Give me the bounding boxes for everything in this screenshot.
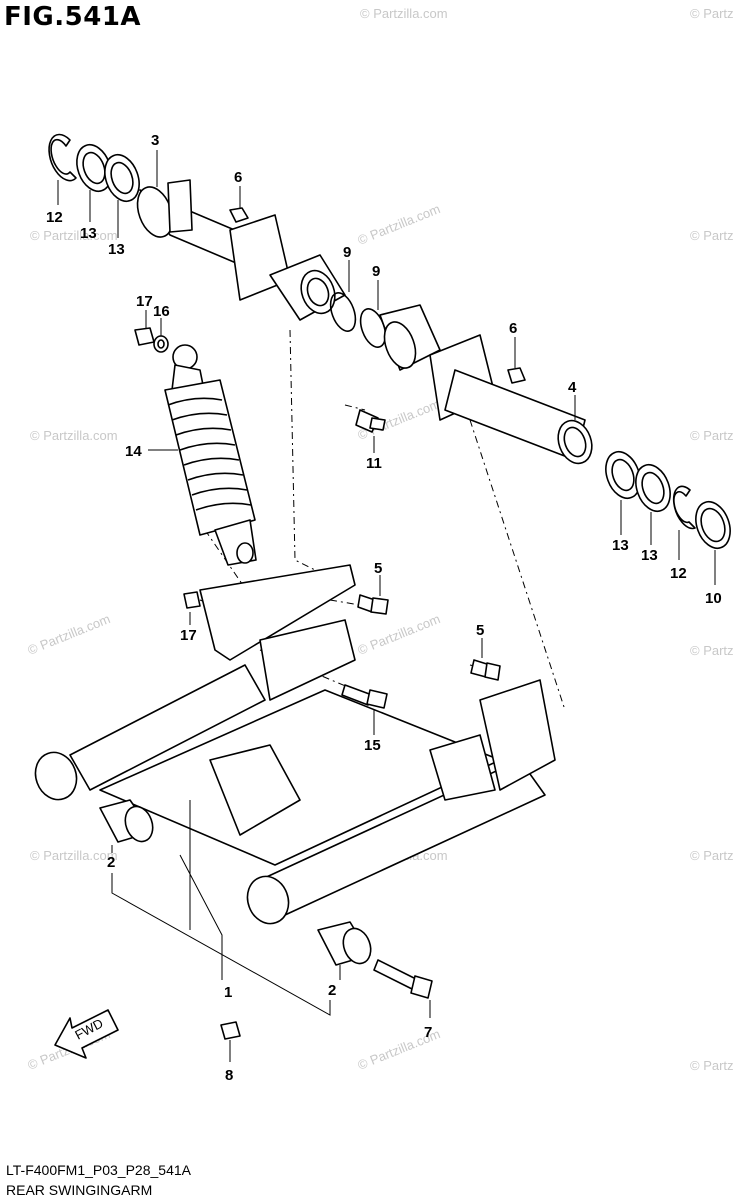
watermark: © Partzilla.com <box>26 611 113 658</box>
callout-6-upper: 6 <box>234 169 242 186</box>
callout-5-lower: 5 <box>476 622 484 639</box>
callout-6-lower: 6 <box>509 320 517 337</box>
nut-upper-right <box>507 367 526 384</box>
watermark: © Partzilla.com <box>30 428 118 443</box>
bearing-lower-right-1 <box>605 450 641 500</box>
watermark: © Partzilla.com <box>690 6 733 21</box>
callout-17-lower: 17 <box>180 627 197 644</box>
o-ring-left <box>329 292 357 332</box>
watermark: © Partzilla.com <box>690 228 733 243</box>
seal-part-10 <box>695 500 731 550</box>
circlip-right <box>672 485 696 530</box>
watermark: © Partzilla.com <box>356 201 443 248</box>
callout-13-d: 13 <box>641 547 658 564</box>
diagram-code: LT-F400FM1_P03_P28_541A <box>6 1162 191 1178</box>
callout-9-right: 9 <box>372 263 380 280</box>
callout-2-right: 2 <box>328 982 336 999</box>
bolt-part-11 <box>355 409 386 433</box>
bushing-right <box>317 921 372 966</box>
callout-13-a: 13 <box>80 225 97 242</box>
swingarm <box>34 564 556 925</box>
figure-title: FIG.541A <box>4 2 142 32</box>
callout-8: 8 <box>225 1067 233 1084</box>
callout-16: 16 <box>153 303 170 320</box>
callout-15: 15 <box>364 737 381 754</box>
callout-labels: 1 2 2 3 4 5 5 6 6 7 8 9 9 10 11 12 12 13… <box>46 132 722 1084</box>
callout-5-upper: 5 <box>374 560 382 577</box>
callout-12-right: 12 <box>670 565 687 582</box>
bushing-left <box>99 799 154 843</box>
washer-part-16 <box>153 335 169 353</box>
callout-7: 7 <box>424 1024 432 1041</box>
callout-13-c: 13 <box>612 537 629 554</box>
watermark: © Partzilla.com <box>690 428 733 443</box>
callout-11: 11 <box>366 455 382 472</box>
callout-1: 1 <box>224 984 232 1001</box>
watermark: © Partzilla.com <box>690 643 733 658</box>
rear-shock-absorber <box>164 344 257 566</box>
nut-upper-left <box>229 207 249 223</box>
bearing-lower-right-2 <box>635 463 671 513</box>
watermark: © Partzilla.com <box>360 6 448 21</box>
callout-10: 10 <box>705 590 722 607</box>
callout-14: 14 <box>125 443 142 460</box>
callout-3: 3 <box>151 132 159 149</box>
nut-part-17-lower <box>183 591 201 609</box>
diagram-caption: REAR SWINGINGARM <box>6 1182 153 1198</box>
pivot-shaft-left <box>136 179 346 321</box>
leader-lines <box>57 150 716 1062</box>
callout-17-upper: 17 <box>136 293 153 310</box>
nut-part-17-upper <box>134 327 155 346</box>
callout-13-b: 13 <box>108 241 125 258</box>
bolt-part-5-upper <box>357 594 389 615</box>
watermark: © Partzilla.com <box>356 611 443 658</box>
nut-part-8 <box>220 1021 241 1040</box>
pivot-shaft-right <box>379 304 593 465</box>
watermark: © Partzilla.com <box>690 1058 733 1073</box>
watermark: © Partzilla.com <box>690 848 733 863</box>
watermark: © Partzilla.com <box>30 848 118 863</box>
bolt-part-5-lower <box>470 659 501 681</box>
callout-12-left: 12 <box>46 209 63 226</box>
callout-4: 4 <box>568 379 577 396</box>
callout-9-left: 9 <box>343 244 351 261</box>
callout-2-left: 2 <box>107 854 115 871</box>
watermark: © Partzilla.com <box>30 228 118 243</box>
bolt-part-7 <box>373 959 433 999</box>
circlip-left <box>48 133 77 182</box>
bolt-part-15 <box>341 684 388 709</box>
fwd-arrow: FWD <box>54 1009 119 1059</box>
bearing-upper-left-2 <box>104 153 140 203</box>
